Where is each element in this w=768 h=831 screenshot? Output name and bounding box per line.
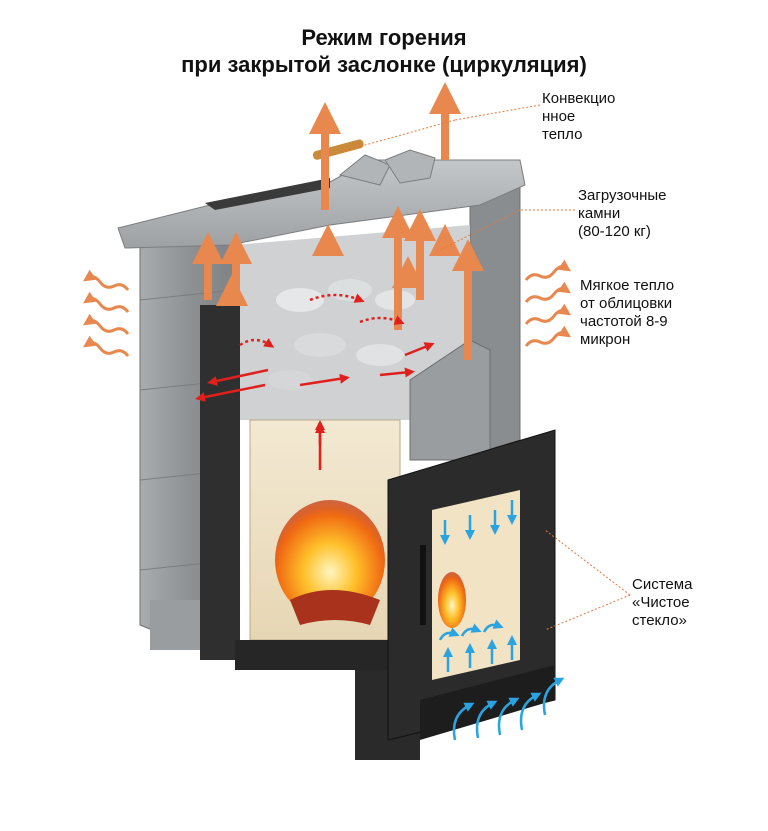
label-line: (80-120 кг) — [578, 223, 651, 240]
label-line: тепло — [542, 126, 583, 143]
radiant-heat-arrows — [83, 259, 571, 357]
label-line: Загрузочные — [578, 187, 667, 204]
air-arrow — [519, 692, 542, 731]
label-loading-stones: Загрузочные камни (80-120 кг) — [578, 187, 667, 241]
label-line: камни — [578, 205, 621, 222]
air-arrow — [475, 700, 498, 739]
hot-gas-arrows — [195, 293, 435, 470]
diagram-title: Режим горения при закрытой заслонке (цир… — [0, 24, 768, 78]
leader-line — [339, 119, 456, 153]
heat-wave-arrow — [83, 335, 130, 357]
hot-gas-arrow — [404, 342, 435, 357]
firewood — [290, 590, 380, 625]
title-line-1: Режим горения — [301, 25, 467, 50]
clean-glass-arrows — [438, 500, 565, 741]
label-convection-heat: Конвекцио нное тепло — [542, 90, 615, 144]
heat-wave-arrow — [524, 325, 571, 347]
hot-gas-arrow — [239, 338, 275, 348]
label-line: частотой 8-9 — [580, 313, 668, 330]
firebox — [249, 419, 401, 641]
label-line: Мягкое тепло — [580, 277, 675, 294]
leader-line — [544, 594, 631, 631]
hot-gas-arrow — [299, 373, 350, 387]
leader-lines — [339, 104, 631, 631]
fire-flames — [275, 500, 385, 620]
air-arrow — [482, 619, 504, 633]
heat-wave-arrow — [83, 313, 130, 335]
leader-line — [439, 209, 521, 251]
label-line: «Чистое — [632, 594, 690, 611]
hot-gas-arrow — [207, 368, 269, 386]
convection-arrows — [192, 82, 484, 660]
leader-line — [454, 104, 541, 121]
leader-line — [544, 529, 631, 596]
heat-wave-arrow — [524, 281, 571, 303]
hot-gas-arrow — [195, 383, 266, 402]
heat-wave-arrow — [83, 291, 130, 313]
air-arrow — [460, 623, 482, 637]
hot-gas-arrow — [309, 293, 365, 303]
steel-frame — [200, 305, 420, 760]
label-line: Конвекцио — [542, 90, 616, 107]
door-handle — [420, 545, 426, 625]
label-line: Система — [632, 576, 693, 593]
hot-gas-arrow — [359, 315, 405, 325]
air-arrow — [452, 702, 475, 741]
air-arrow — [497, 697, 520, 736]
title-line-2: при закрытой заслонке (циркуляция) — [181, 52, 587, 77]
heat-wave-arrow — [83, 269, 130, 291]
label-soft-heat: Мягкое тепло от облицовки частотой 8-9 м… — [580, 277, 674, 349]
label-line: нное — [542, 108, 576, 125]
hot-gas-arrow — [379, 367, 415, 378]
air-arrow — [438, 627, 460, 641]
label-clean-glass: Система «Чистое стекло» — [632, 576, 692, 630]
heat-wave-arrow — [524, 303, 571, 325]
air-arrow — [542, 677, 565, 716]
label-line: от облицовки — [580, 295, 673, 312]
label-line: микрон — [580, 331, 631, 348]
label-line: стекло» — [632, 612, 687, 629]
fire-door — [387, 429, 556, 741]
heat-wave-arrow — [524, 259, 571, 281]
